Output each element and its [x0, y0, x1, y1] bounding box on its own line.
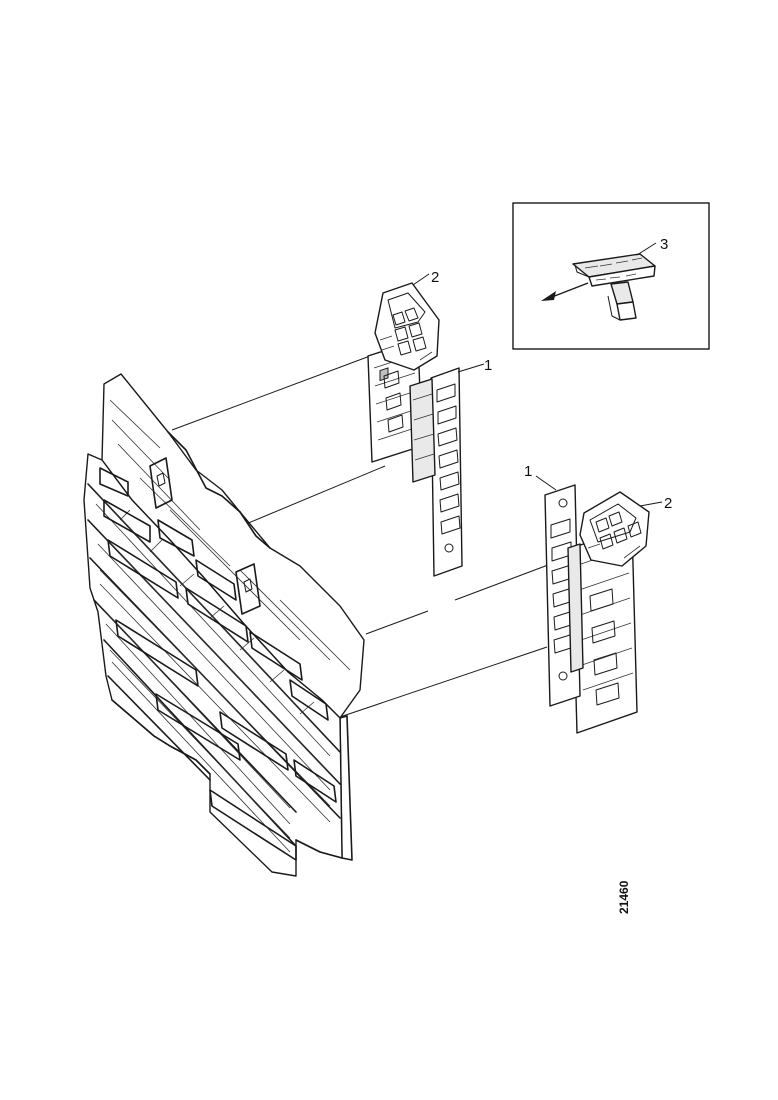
- detail-inset: 3: [512, 202, 710, 350]
- callout-2-lower: 2: [664, 495, 672, 512]
- bracket-left: [367, 339, 463, 577]
- arrow-left-icon: [541, 282, 589, 301]
- clip-right: [579, 491, 650, 567]
- callout-1-lower: 1: [524, 463, 532, 480]
- front-grille-assembly: [83, 373, 365, 877]
- callout-3: 3: [660, 236, 668, 253]
- projection-lines: [171, 355, 549, 718]
- bracket-right: [544, 484, 638, 734]
- callout-2-upper: 2: [431, 269, 439, 286]
- figure-number: 21460: [617, 880, 631, 914]
- callout-1-upper: 1: [484, 357, 492, 374]
- clip-left: [374, 282, 440, 371]
- detail-clip-removal: [572, 253, 656, 321]
